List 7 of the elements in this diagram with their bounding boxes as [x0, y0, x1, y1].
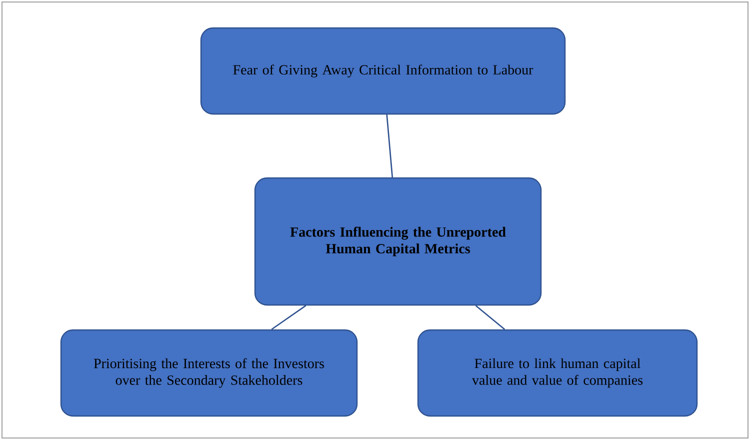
- connector-line: [386, 114, 394, 178]
- factor-box: Failure to link human capital value and value of companies: [417, 329, 698, 417]
- center-box: Factors Influencing the Unreported Human Capital Metrics: [254, 177, 542, 306]
- factor-box: Prioritising the Interests of the Investors over the Secondary Stakeholders: [60, 329, 358, 417]
- connector-line: [475, 305, 506, 330]
- connector-line: [271, 305, 306, 330]
- factor-box: Fear of Giving Away Critical Information to Labour: [200, 27, 566, 115]
